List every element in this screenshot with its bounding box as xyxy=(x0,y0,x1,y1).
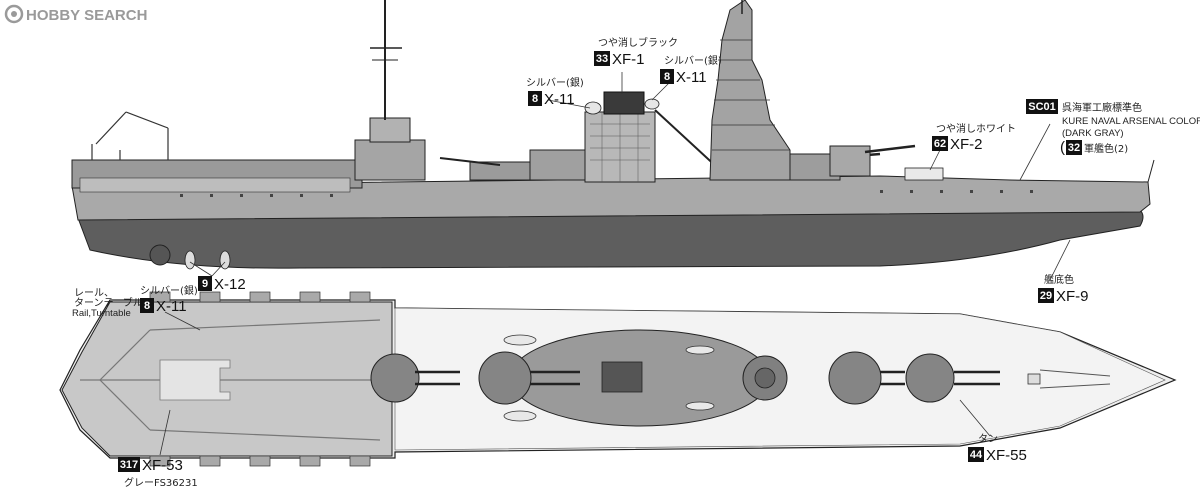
svg-text:X-11: X-11 xyxy=(676,69,707,86)
elevator xyxy=(159,359,231,401)
paint-number-badge xyxy=(528,91,542,106)
paint-number-badge xyxy=(660,69,674,84)
paint-number-badge xyxy=(1066,140,1082,155)
paint-badge-sc01 xyxy=(1026,99,1058,114)
paint-number-badge xyxy=(594,51,610,66)
svg-text:317: 317 xyxy=(120,459,138,471)
label-tan: タン 44 XF-55 xyxy=(968,433,1027,464)
svg-text:グレーFS36231: グレーFS36231 xyxy=(124,476,198,489)
svg-text:33: 33 xyxy=(596,53,608,65)
funnel-cap xyxy=(603,91,645,115)
svg-text:XF-2: XF-2 xyxy=(950,136,983,153)
svg-text:シルバー(銀): シルバー(銀) xyxy=(664,54,722,67)
svg-text:ターンテーブル: ターンテーブル xyxy=(74,296,143,309)
paint-number-badge xyxy=(968,447,984,462)
svg-text:X-11: X-11 xyxy=(156,298,187,315)
svg-text:つや消しブラック: つや消しブラック xyxy=(598,36,678,49)
white-deck-detail xyxy=(904,167,944,181)
paint-number-badge xyxy=(198,276,212,291)
svg-text:44: 44 xyxy=(970,449,983,461)
svg-text:軍艦色(2): 軍艦色(2) xyxy=(1084,142,1128,155)
turret-fwd-2 xyxy=(829,145,871,177)
side-profile-view xyxy=(71,0,1155,270)
top-turret-fwd-2 xyxy=(905,353,955,403)
svg-text:XF-53: XF-53 xyxy=(142,457,183,474)
paint-number-badge xyxy=(118,457,140,472)
leader-lines xyxy=(159,72,1071,456)
label-deck-grey: 317 XF-53 グレーFS36231 xyxy=(118,457,198,489)
label-flat-black: つや消しブラック 33 XF-1 xyxy=(594,36,678,68)
watermark: HOBBY SEARCH xyxy=(4,4,147,24)
svg-text:8: 8 xyxy=(144,300,150,312)
svg-text:つや消しホワイト: つや消しホワイト xyxy=(936,122,1016,135)
svg-text:シルバー(銀): シルバー(銀) xyxy=(140,284,198,297)
top-turret-fwd-1 xyxy=(828,351,882,405)
svg-text:(: ( xyxy=(1060,139,1065,156)
top-turret-mid xyxy=(478,351,532,405)
paint-number-badge xyxy=(1038,288,1054,303)
svg-text:32: 32 xyxy=(1068,142,1080,154)
svg-text:SC01: SC01 xyxy=(1028,101,1056,113)
label-flat-white: つや消しホワイト 62 XF-2 xyxy=(932,122,1016,153)
top-view xyxy=(59,291,1177,467)
paint-number-badge xyxy=(932,136,948,151)
svg-text:62: 62 xyxy=(934,138,946,150)
svg-text:8: 8 xyxy=(532,93,538,105)
label-silver-left: シルバー(銀) 8 X-11 xyxy=(526,76,584,108)
svg-text:8: 8 xyxy=(664,71,670,83)
svg-text:シルバー(銀): シルバー(銀) xyxy=(526,76,584,89)
propeller xyxy=(149,244,171,266)
searchlight-right xyxy=(644,98,660,110)
svg-text:29: 29 xyxy=(1040,290,1052,302)
svg-text:呉海軍工廠標準色: 呉海軍工廠標準色 xyxy=(1062,101,1142,114)
top-turret-aft xyxy=(370,353,420,403)
svg-text:艦底色: 艦底色 xyxy=(1044,273,1074,286)
watermark-logo-icon xyxy=(4,4,24,24)
searchlight-left xyxy=(584,101,602,115)
svg-text:XF-55: XF-55 xyxy=(986,447,1027,464)
watermark-text: HOBBY SEARCH xyxy=(26,7,147,24)
svg-text:レール、: レール、 xyxy=(74,288,114,299)
svg-text:X-11: X-11 xyxy=(544,91,575,108)
svg-text:(DARK GRAY): (DARK GRAY) xyxy=(1062,128,1124,139)
label-silver-right: シルバー(銀) 8 X-11 xyxy=(660,54,722,86)
label-rail-turntable: レール、 ターンテーブル Rail,Turntable シルバー(銀) 8 X-… xyxy=(72,284,198,319)
paint-number-badge xyxy=(140,298,154,313)
svg-text:タン: タン xyxy=(978,433,998,445)
svg-text:X-12: X-12 xyxy=(214,276,246,293)
pagoda-mast xyxy=(709,0,791,181)
svg-text:Rail,Turntable: Rail,Turntable xyxy=(72,308,131,319)
label-kure-color: SC01 呉海軍工廠標準色 KURE NAVAL ARSENAL COLOR (… xyxy=(1026,99,1200,156)
label-chrome: 9 X-12 xyxy=(198,276,246,293)
svg-text:XF-9: XF-9 xyxy=(1056,288,1089,305)
label-hull-bottom: 艦底色 29 XF-9 xyxy=(1038,273,1089,305)
svg-text:KURE NAVAL ARSENAL COLOR: KURE NAVAL ARSENAL COLOR xyxy=(1062,116,1200,127)
svg-text:9: 9 xyxy=(202,278,208,290)
svg-text:XF-1: XF-1 xyxy=(612,51,645,68)
